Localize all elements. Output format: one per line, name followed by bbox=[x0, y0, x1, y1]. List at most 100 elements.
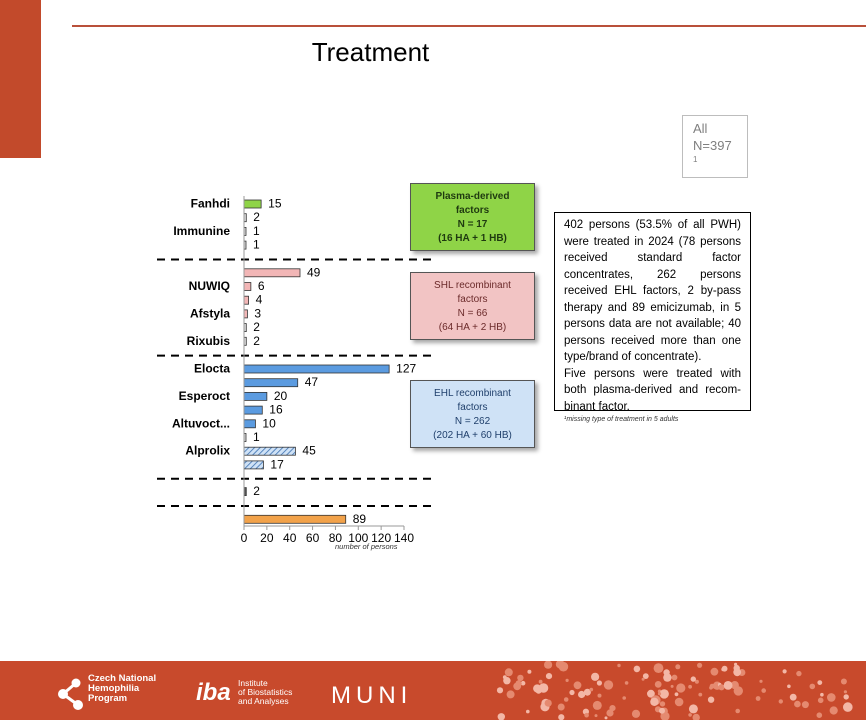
legend-plasma-split: (16 HA + 1 HB) bbox=[438, 233, 507, 244]
bar-value-label-14: 10 bbox=[262, 416, 276, 430]
bar-10 bbox=[243, 364, 390, 374]
bar-category-label-16: Alprolix bbox=[185, 444, 230, 458]
decor-dot bbox=[544, 661, 553, 669]
decor-dot bbox=[755, 696, 761, 701]
all-label: All bbox=[693, 121, 708, 136]
all-count: N=397 bbox=[693, 138, 732, 153]
decor-dot bbox=[633, 665, 641, 673]
bar-4 bbox=[243, 268, 301, 278]
bar-value-label-15: 1 bbox=[253, 430, 260, 444]
x-tick-label-7: 140 bbox=[394, 531, 414, 545]
info-text-box: 402 persons (53.5% of all PWH) were trea… bbox=[554, 212, 751, 411]
bar-value-label-3: 1 bbox=[253, 238, 260, 252]
decor-dot bbox=[782, 669, 787, 674]
x-tick-label-6: 120 bbox=[371, 531, 391, 545]
decor-dot bbox=[631, 709, 641, 718]
decor-dot bbox=[761, 688, 766, 693]
all-count-box: All N=397 1 bbox=[682, 115, 748, 178]
decor-dot bbox=[520, 680, 526, 686]
decor-dot bbox=[596, 680, 602, 686]
decor-dot bbox=[709, 686, 713, 690]
decor-dot bbox=[647, 689, 655, 698]
bar-category-label-2: Immunine bbox=[173, 224, 230, 238]
decor-dot bbox=[563, 697, 569, 702]
legend-plasma-derived: Plasma-derived factors N = 17 (16 HA + 1… bbox=[410, 183, 535, 251]
decor-dot bbox=[624, 681, 629, 685]
decor-dot bbox=[603, 680, 614, 690]
decor-dot bbox=[690, 676, 696, 682]
decor-dot bbox=[609, 705, 616, 712]
decor-dot bbox=[801, 701, 809, 709]
bar-value-label-8: 2 bbox=[253, 320, 260, 334]
decor-dot bbox=[545, 673, 553, 680]
decor-dot bbox=[675, 664, 681, 670]
x-tick-label-5: 100 bbox=[348, 531, 368, 545]
decor-dot bbox=[544, 699, 552, 707]
decor-dot bbox=[565, 678, 569, 682]
decor-dot bbox=[589, 687, 594, 692]
decor-dot bbox=[557, 703, 565, 711]
bar-value-label-18: 2 bbox=[253, 484, 260, 498]
x-tick-label-4: 80 bbox=[329, 531, 343, 545]
decor-dot bbox=[809, 683, 816, 690]
iba-logo-mark: iba bbox=[196, 679, 231, 706]
decor-dot bbox=[653, 663, 664, 673]
bar-17 bbox=[243, 460, 264, 470]
bar-16 bbox=[243, 446, 296, 456]
bar-category-label-12: Esperoct bbox=[179, 389, 230, 403]
bar-value-label-16: 45 bbox=[302, 444, 316, 458]
bar-12 bbox=[243, 391, 268, 401]
decor-dot bbox=[827, 693, 836, 702]
decor-dot bbox=[718, 684, 725, 691]
x-tick-label-3: 60 bbox=[306, 531, 320, 545]
decor-dot bbox=[787, 684, 791, 689]
decor-dot bbox=[843, 694, 849, 700]
bar-category-label-7: Afstyla bbox=[190, 306, 230, 320]
decor-dot bbox=[817, 680, 823, 685]
decor-dot bbox=[692, 713, 700, 720]
decor-dot bbox=[730, 681, 739, 690]
decor-dot bbox=[697, 662, 703, 668]
decor-dot bbox=[721, 667, 725, 672]
bar-value-label-11: 47 bbox=[305, 375, 319, 389]
bar-0 bbox=[243, 199, 262, 209]
bar-5 bbox=[243, 282, 252, 291]
decor-dot bbox=[694, 679, 699, 684]
decor-dot bbox=[583, 688, 591, 696]
decor-dot bbox=[816, 712, 823, 718]
decor-dot bbox=[578, 690, 586, 699]
legend-plasma-n: N = 17 bbox=[457, 219, 488, 230]
decor-dot bbox=[820, 692, 824, 697]
decor-dot bbox=[515, 680, 522, 686]
decor-dot bbox=[659, 701, 666, 707]
bar-value-label-17: 17 bbox=[270, 457, 284, 471]
bar-value-label-5: 6 bbox=[258, 279, 265, 293]
decor-dot bbox=[606, 709, 614, 717]
decor-dot bbox=[789, 693, 797, 701]
x-axis-label: number of persons bbox=[335, 542, 398, 551]
info-paragraph-1: 402 persons (53.5% of all PWH) were trea… bbox=[564, 219, 741, 363]
decor-dot bbox=[840, 678, 847, 685]
x-tick-label-1: 20 bbox=[260, 531, 274, 545]
decor-dot bbox=[650, 697, 659, 706]
decor-dot bbox=[688, 704, 698, 714]
decor-dot bbox=[555, 661, 565, 669]
legend-shl-recombinant: SHL recombinant factors N = 66 (64 HA + … bbox=[410, 272, 535, 340]
decor-dot bbox=[817, 697, 824, 704]
decor-dot bbox=[597, 693, 602, 698]
decor-dot bbox=[688, 713, 692, 717]
legend-shl-split: (64 HA + 2 HB) bbox=[438, 322, 507, 333]
decor-dot bbox=[502, 675, 507, 680]
bar-value-label-7: 3 bbox=[254, 306, 261, 320]
decor-dot bbox=[671, 674, 678, 681]
decor-dot bbox=[538, 679, 543, 684]
page-title: Treatment bbox=[311, 37, 430, 67]
decor-dot bbox=[735, 708, 740, 714]
legend-ehl-recombinant: EHL recombinant factors N = 262 (202 HA … bbox=[410, 380, 535, 448]
legend-shl-n: N = 66 bbox=[457, 308, 488, 319]
decor-dot bbox=[794, 700, 801, 708]
bar-value-label-19: 89 bbox=[353, 512, 367, 526]
corner-accent-bar bbox=[0, 0, 41, 158]
bar-11 bbox=[243, 378, 299, 388]
legend-ehl-split: (202 HA + 60 HB) bbox=[433, 430, 512, 441]
